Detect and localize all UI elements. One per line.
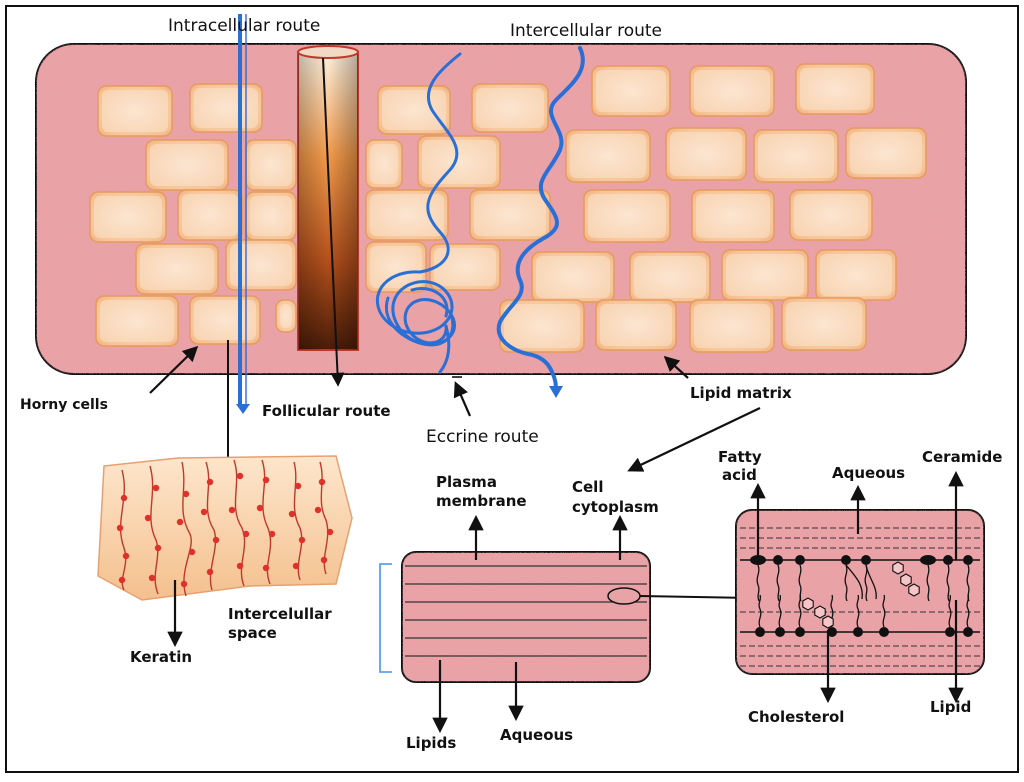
- horny-cell: [689, 299, 775, 353]
- horny-cell: [135, 243, 219, 295]
- horny-cell: [189, 295, 261, 345]
- eccrine-route-arrow: [453, 381, 472, 417]
- horny-cell: [591, 65, 671, 117]
- intercellular-space-block: [401, 551, 651, 683]
- lipids-label: Lipids: [406, 734, 456, 752]
- horny-cell: [189, 83, 263, 133]
- aqueous-bottom-label: Aqueous: [500, 726, 573, 744]
- ceramide-label: Ceramide: [922, 448, 1002, 466]
- eccrine-route-label: Eccrine route: [426, 427, 539, 447]
- horny-cell: [665, 127, 747, 181]
- horny-cell: [691, 189, 775, 243]
- horny-cell: [781, 297, 867, 351]
- horny-cells-label: Horny cells: [20, 397, 108, 413]
- horny-cell: [275, 299, 297, 333]
- aqueous-top-label: Aqueous: [832, 464, 905, 482]
- horny-cell: [789, 189, 873, 241]
- intercellular-space-label-1: Intercelullar: [228, 605, 332, 623]
- horny-cell: [365, 139, 403, 189]
- intracellular-route-label: Intracellular route: [168, 16, 320, 36]
- horny-cell: [97, 85, 173, 137]
- horny-cell: [417, 135, 501, 189]
- horny-cell: [845, 127, 927, 179]
- horny-cells-arrow: [149, 345, 199, 394]
- intracellular-route-line: [236, 14, 250, 414]
- horny-cell: [89, 191, 167, 243]
- lipid-label: Lipid: [930, 698, 971, 716]
- cholesterol-label: Cholesterol: [748, 708, 844, 726]
- horny-cell: [583, 189, 671, 243]
- horny-cell: [95, 295, 179, 347]
- horny-cell: [689, 65, 775, 117]
- horny-cell: [795, 63, 875, 115]
- horny-cell: [377, 85, 451, 135]
- horny-cell: [595, 299, 677, 351]
- intercellular-route-path: [496, 46, 585, 398]
- horny-cell: [469, 189, 551, 241]
- fatty-acid-label-1: Fatty: [718, 448, 762, 466]
- eccrine-route-squiggle: [375, 52, 462, 374]
- horny-cell: [225, 239, 297, 291]
- zoom-to-detail-arrow: [639, 590, 755, 605]
- hair-follicle: [297, 45, 359, 387]
- keratin-label: Keratin: [130, 648, 192, 666]
- lipid-bilayer-detail: [735, 509, 985, 675]
- plasma-membrane-label-1: Plasma: [436, 473, 497, 491]
- keratin-cell: [97, 455, 353, 601]
- lipid-matrix-label: Lipid matrix: [690, 384, 792, 402]
- plasma-membrane-label-2: membrane: [436, 492, 527, 510]
- horny-cell: [365, 241, 427, 293]
- intercellular-space-label-2: space: [228, 624, 277, 642]
- cell-cytoplasm-label-2: cytoplasm: [572, 498, 659, 516]
- horny-cell: [471, 83, 549, 133]
- lipid-matrix-to-detail-arrow: [627, 407, 761, 472]
- horny-cell: [565, 129, 651, 183]
- lipid-matrix-arrow: [663, 355, 689, 379]
- cell-cytoplasm-label-1: Cell: [572, 478, 603, 496]
- intercellular-bracket: [379, 563, 392, 673]
- follicular-route-label: Follicular route: [262, 402, 391, 420]
- intercellular-route-label: Intercellular route: [510, 21, 662, 41]
- figure-frame: [5, 5, 1019, 773]
- horny-cell: [753, 129, 839, 183]
- fatty-acid-label-2: acid: [722, 466, 757, 484]
- horny-cells-group: [89, 63, 927, 353]
